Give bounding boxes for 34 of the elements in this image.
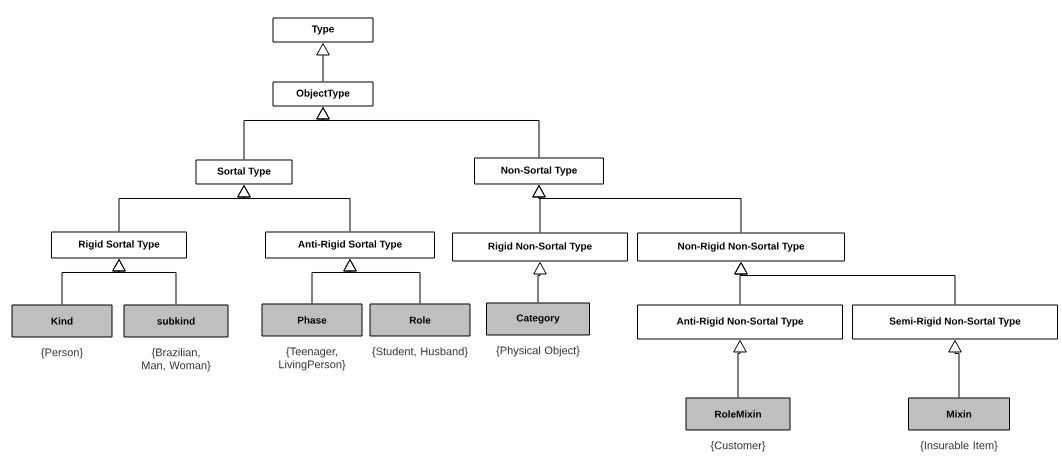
category-box: ObjectType — [272, 81, 374, 107]
generalization-arrow — [343, 259, 421, 304]
category-box: Rigid Sortal Type — [51, 231, 187, 259]
instance-examples: {Insurable Item} — [920, 441, 998, 452]
generalization-arrow — [532, 185, 742, 233]
class-box: Mixin — [908, 397, 1010, 431]
generalization-arrow — [733, 340, 747, 398]
class-box: Phase — [261, 303, 363, 337]
category-box: Rigid Non-Sortal Type — [452, 232, 628, 262]
class-box: Kind — [11, 304, 113, 338]
instance-examples: {Customer} — [710, 441, 766, 452]
category-box: Non-Sortal Type — [474, 157, 604, 185]
generalization-arrow — [316, 43, 330, 82]
category-box: Sortal Type — [195, 159, 293, 185]
instance-examples: {Person} — [41, 348, 83, 359]
class-box: RoleMixin — [685, 397, 791, 431]
category-box: Type — [272, 17, 374, 43]
instance-examples: {Teenager, LivingPerson} — [279, 347, 346, 371]
instance-examples: {Physical Object} — [496, 346, 580, 357]
category-box: Non-Rigid Non-Sortal Type — [637, 232, 845, 262]
class-box: subkind — [123, 304, 229, 338]
class-box: Role — [369, 303, 471, 337]
generalization-arrow — [533, 262, 547, 303]
category-box: Anti-Rigid Sortal Type — [265, 231, 435, 259]
generalization-arrow — [734, 262, 956, 305]
generalization-arrow — [948, 340, 962, 398]
generalization-arrow — [316, 107, 540, 158]
category-box: Semi-Rigid Non-Sortal Type — [852, 304, 1058, 340]
instance-examples: {Brazilian, Man, Woman} — [142, 348, 211, 372]
generalization-arrow — [112, 259, 177, 305]
generalization-arrow — [237, 185, 351, 232]
category-box: Anti-Rigid Non-Sortal Type — [637, 304, 843, 340]
instance-examples: {Student, Husband} — [372, 347, 468, 358]
class-box: Category — [486, 302, 590, 336]
